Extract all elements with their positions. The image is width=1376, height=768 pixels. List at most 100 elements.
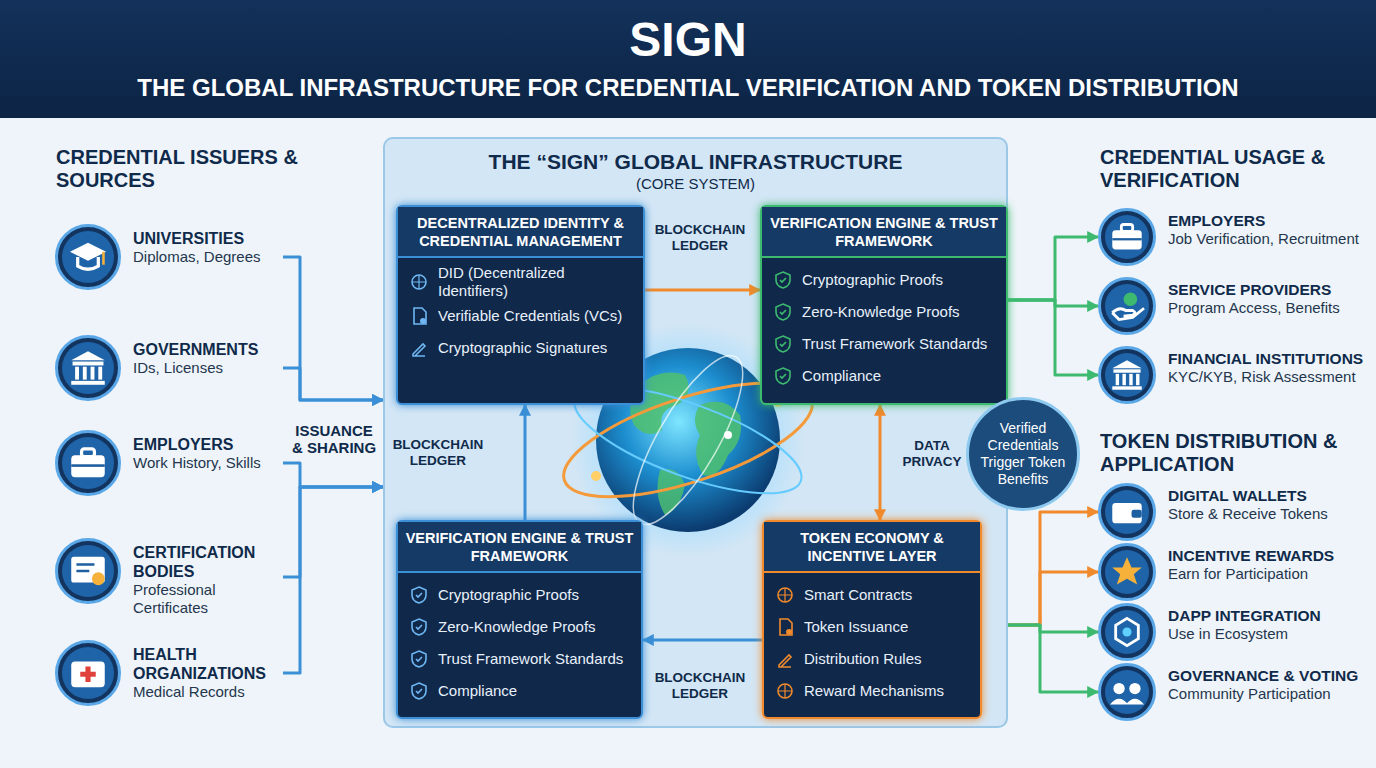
panel-heading: VERIFICATION ENGINE & TRUST FRAMEWORK [398,522,641,573]
icon-core [1105,610,1149,654]
panel-item: Compliance [802,367,881,385]
row-icon [774,271,792,289]
connector [283,368,383,400]
icon-core [62,231,114,283]
panel-body: Smart ContractsToken IssuanceDistributio… [764,573,980,713]
icon-glyph [1116,618,1139,645]
panel-heading: VERIFICATION ENGINE & TRUST FRAMEWORK [762,207,1006,258]
icon-glyph [71,661,105,687]
source-item: CERTIFICATION BODIESProfessional Certifi… [55,537,283,617]
icon-ring [57,642,120,705]
panel-body: DID (Decentralized Identifiers) Verifiabl… [398,258,643,370]
icon-glyph [71,557,105,585]
icon-core [1105,550,1149,594]
source-item: EMPLOYERSWork History, Skills [55,429,283,497]
core-heading: THE “SIGN” GLOBAL INFRASTRUCTURE(CORE SY… [385,139,1006,193]
item-text: INCENTIVE REWARDSEarn for Participation [1168,542,1370,583]
label-text: CREDENTIAL USAGE & VERIFICATION [1100,146,1370,192]
icon-glyph [1112,292,1144,319]
item-heading: DIGITAL WALLETS [1168,486,1370,505]
label-text: BLOCKCHAIN LEDGER [652,670,748,701]
icon-badge [1098,277,1156,335]
panel-item: Distribution Rules [804,650,922,668]
label-text: ISSUANCE & SHARING [290,422,378,457]
icon-ring [1100,348,1155,403]
connector [1008,237,1098,300]
icon-ring [57,337,120,400]
connector [645,289,760,292]
panel-row: Compliance [410,675,633,707]
item-body: Diplomas, Degrees [133,248,273,266]
panel-item: Cryptographic Signatures [438,339,607,357]
panel-row: Trust Framework Standards [774,328,998,360]
panel-item: Smart Contracts [804,586,912,604]
panel-title: VERIFICATION ENGINE & TRUST FRAMEWORK [403,529,636,565]
item-heading: DAPP INTEGRATION [1168,606,1370,625]
icon-core [62,545,114,597]
item-body: Medical Records [133,683,273,701]
connector [283,257,383,400]
icon-glyph [1112,360,1141,389]
item-heading: FINANCIAL INSTITUTIONS [1168,349,1370,368]
panel-row: Zero-Knowledge Proofs [774,296,998,328]
module-panel: DECENTRALIZED IDENTITY & CREDENTIAL MANA… [396,205,645,405]
icon-badge [55,430,121,496]
panel-item: Verifiable Credentials (VCs) [438,307,622,325]
panel-row: Token Issuance [776,611,972,643]
icon-core [62,437,114,489]
panel-body: Cryptographic ProofsZero-Knowledge Proof… [398,573,641,713]
row-icon [776,682,794,700]
panel-title: TOKEN ECONOMY & INCENTIVE LAYER [769,529,975,565]
icon-core [62,647,114,699]
panel-title: VERIFICATION ENGINE & TRUST FRAMEWORK [767,214,1001,250]
icon-badge [1098,543,1156,601]
icon-badge [1098,346,1156,404]
connector [283,463,383,487]
label-text: THE GLOBAL INFRASTRUCTURE FOR CREDENTIAL… [0,74,1376,102]
free-label: CREDENTIAL ISSUERS & SOURCES [56,146,316,192]
label-text: DATA PRIVACY [900,438,964,469]
item-text: SERVICE PROVIDERSProgram Access, Benefit… [1168,276,1370,317]
free-label: BLOCKCHAIN LEDGER [652,670,748,701]
connector [1008,300,1098,375]
row-icon [410,307,428,325]
item-heading: EMPLOYERS [1168,211,1370,230]
free-label: CREDENTIAL USAGE & VERIFICATION [1100,146,1370,192]
connector [524,405,527,520]
item-text: CERTIFICATION BODIESProfessional Certifi… [133,537,283,617]
panel-item: Cryptographic Proofs [802,271,943,289]
free-label: TOKEN DISTRIBUTION & APPLICATION [1100,430,1370,476]
item-heading: GOVERNMENTS [133,340,283,359]
free-label: DATA PRIVACY [900,438,964,469]
panel-body: Cryptographic ProofsZero-Knowledge Proof… [762,258,1006,398]
item-body: Use in Ecosystem [1168,625,1368,643]
panel-row: Smart Contracts [776,579,972,611]
panel-row: Reward Mechanisms [776,675,972,707]
icon-glyph [1112,225,1141,250]
usage-item: GOVERNANCE & VOTINGCommunity Participati… [1098,662,1370,722]
connector [1008,625,1098,692]
item-body: Earn for Participation [1168,565,1368,583]
icon-ring [1100,210,1155,265]
panel-title: DECENTRALIZED IDENTITY & CREDENTIAL MANA… [403,214,638,250]
label-text: BLOCKCHAIN LEDGER [652,222,748,253]
source-item: HEALTH ORGANIZATIONSMedical Records [55,639,283,707]
title: SIGN [0,14,1376,66]
title-text: SIGN [0,14,1376,66]
item-heading: HEALTH ORGANIZATIONS [133,645,283,683]
connector [1008,572,1098,625]
item-body: IDs, Licenses [133,359,273,377]
panel-item: DID (Decentralized Identifiers) [438,264,635,300]
panel-row: Zero-Knowledge Proofs [410,611,633,643]
panel-heading: TOKEN ECONOMY & INCENTIVE LAYER [764,522,980,573]
icon-glyph [70,243,106,269]
icon-core [1105,284,1149,328]
icon-badge [1098,208,1156,266]
panel-row: Compliance [774,360,998,392]
label-text: TOKEN DISTRIBUTION & APPLICATION [1100,430,1370,476]
panel-item: Compliance [438,682,517,700]
icon-glyph [71,351,105,385]
icon-badge [1098,483,1156,541]
item-body: Work History, Skills [133,454,273,472]
icon-glyph [71,449,105,477]
